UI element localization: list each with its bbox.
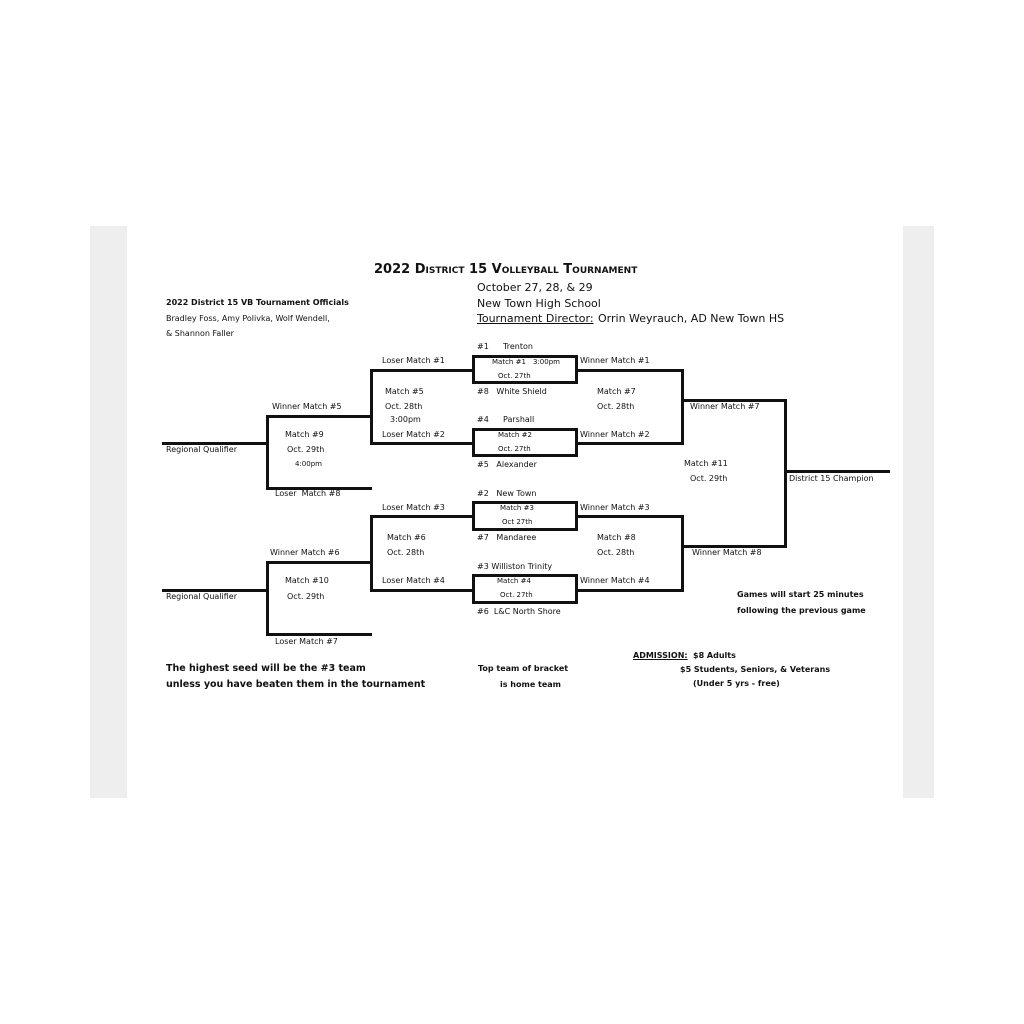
loser-match-3-label: Loser Match #3 (382, 503, 445, 512)
loser-match-8-label: Loser Match #8 (275, 489, 341, 498)
winner-match-6-label: Winner Match #6 (270, 548, 340, 557)
match-1-time: 3:00pm (533, 358, 560, 366)
match-3-date: Oct 27th (502, 518, 533, 526)
winner-match-5-label: Winner Match #5 (272, 402, 342, 411)
officials-heading: 2022 District 15 VB Tournament Officials (166, 298, 349, 307)
team-trenton: Trenton (503, 342, 533, 351)
games-start-note-1: Games will start 25 minutes (737, 590, 864, 599)
officials-line-1: Bradley Foss, Amy Polivka, Wolf Wendell, (166, 314, 330, 323)
seed-note-1: The highest seed will be the #3 team (166, 663, 366, 674)
left-margin-panel (90, 226, 127, 798)
tournament-dates: October 27, 28, & 29 (477, 281, 593, 294)
admission-label: ADMISSION: (633, 651, 688, 660)
team-mandaree: #7 Mandaree (477, 533, 537, 542)
bracket-line (370, 589, 474, 592)
bracket-line (370, 515, 474, 518)
loser-match-1-label: Loser Match #1 (382, 356, 445, 365)
match-3-label: Match #3 (500, 504, 534, 512)
loser-match-4-label: Loser Match #4 (382, 576, 445, 585)
right-margin-panel (903, 226, 934, 798)
team-new-town: #2 New Town (477, 489, 537, 498)
seed-4: #4 (477, 415, 489, 424)
winner-match-2-label: Winner Match #2 (580, 430, 650, 439)
match-5-date: Oct. 28th (385, 402, 423, 411)
bracket-line (681, 369, 684, 445)
match-6-name: Match #6 (387, 533, 426, 542)
admission-students: $5 Students, Seniors, & Veterans (680, 665, 831, 674)
bracket-line (370, 369, 373, 445)
team-lc-north-shore: #6 L&C North Shore (477, 607, 561, 616)
match-6-date: Oct. 28th (387, 548, 425, 557)
bracket-line (266, 415, 372, 418)
match-9-date: Oct. 29th (287, 445, 325, 454)
match-11-date: Oct. 29th (690, 474, 728, 483)
bracket-line (784, 470, 890, 473)
home-team-note-2: is home team (500, 680, 562, 689)
bracket-line (681, 545, 787, 548)
director-label: Tournament Director: (477, 312, 594, 325)
page-title: 2022 District 15 Volleyball Tournament (374, 262, 638, 277)
regional-qualifier-1: Regional Qualifier (166, 445, 238, 454)
bracket-line (266, 633, 372, 636)
seed-1: #1 (477, 342, 489, 351)
home-team-note-1: Top team of bracket (478, 664, 569, 673)
bracket-line (784, 399, 787, 548)
match-7-date: Oct. 28th (597, 402, 635, 411)
director-name: Orrin Weyrauch, AD New Town HS (598, 312, 785, 325)
winner-match-8-label: Winner Match #8 (692, 548, 762, 557)
match-8-name: Match #8 (597, 533, 636, 542)
match-1-label: Match #1 (492, 358, 526, 366)
winner-match-7-label: Winner Match #7 (690, 402, 760, 411)
match-11-name: Match #11 (684, 459, 728, 468)
match-7-name: Match #7 (597, 387, 636, 396)
bracket-line (266, 561, 269, 636)
match-5-time: 3:00pm (390, 415, 421, 424)
bracket-line (370, 515, 373, 592)
bracket-line (370, 442, 474, 445)
team-white-shield: #8 White Shield (477, 387, 547, 396)
match-2-date: Oct. 27th (498, 445, 531, 453)
match-9-name: Match #9 (285, 430, 324, 439)
district-champion-label: District 15 Champion (789, 474, 874, 483)
match-4-label: Match #4 (497, 577, 531, 585)
bracket-line (576, 589, 684, 592)
team-parshall: Parshall (503, 415, 535, 424)
bracket-line (576, 369, 684, 372)
bracket-line (266, 561, 372, 564)
bracket-line (681, 399, 787, 402)
match-4-date: Oct. 27th (500, 591, 533, 599)
match-8-date: Oct. 28th (597, 548, 635, 557)
bracket-line (162, 589, 268, 592)
admission-adults: $8 Adults (693, 651, 736, 660)
bracket-line (266, 415, 269, 489)
match-10-name: Match #10 (285, 576, 329, 585)
games-start-note-2: following the previous game (737, 606, 866, 615)
bracket-line (370, 369, 474, 372)
regional-qualifier-2: Regional Qualifier (166, 592, 238, 601)
bracket-line (162, 442, 268, 445)
officials-line-2: & Shannon Faller (166, 329, 234, 338)
seed-note-2: unless you have beaten them in the tourn… (166, 679, 426, 690)
match-1-date: Oct. 27th (498, 372, 531, 380)
winner-match-1-label: Winner Match #1 (580, 356, 650, 365)
bracket-line (576, 442, 684, 445)
tournament-venue: New Town High School (477, 297, 601, 310)
match-2-label: Match #2 (498, 431, 532, 439)
admission-under-5: (Under 5 yrs - free) (693, 679, 780, 688)
winner-match-3-label: Winner Match #3 (580, 503, 650, 512)
match-9-time: 4:00pm (295, 460, 322, 468)
team-alexander: #5 Alexander (477, 460, 537, 469)
bracket-line (576, 515, 684, 518)
match-10-date: Oct. 29th (287, 592, 325, 601)
bracket-line (681, 515, 684, 592)
match-5-name: Match #5 (385, 387, 424, 396)
loser-match-2-label: Loser Match #2 (382, 430, 445, 439)
bracket-line (266, 487, 372, 490)
loser-match-7-label: Loser Match #7 (275, 637, 338, 646)
winner-match-4-label: Winner Match #4 (580, 576, 650, 585)
team-williston-trinity: #3 Williston Trinity (477, 562, 553, 571)
